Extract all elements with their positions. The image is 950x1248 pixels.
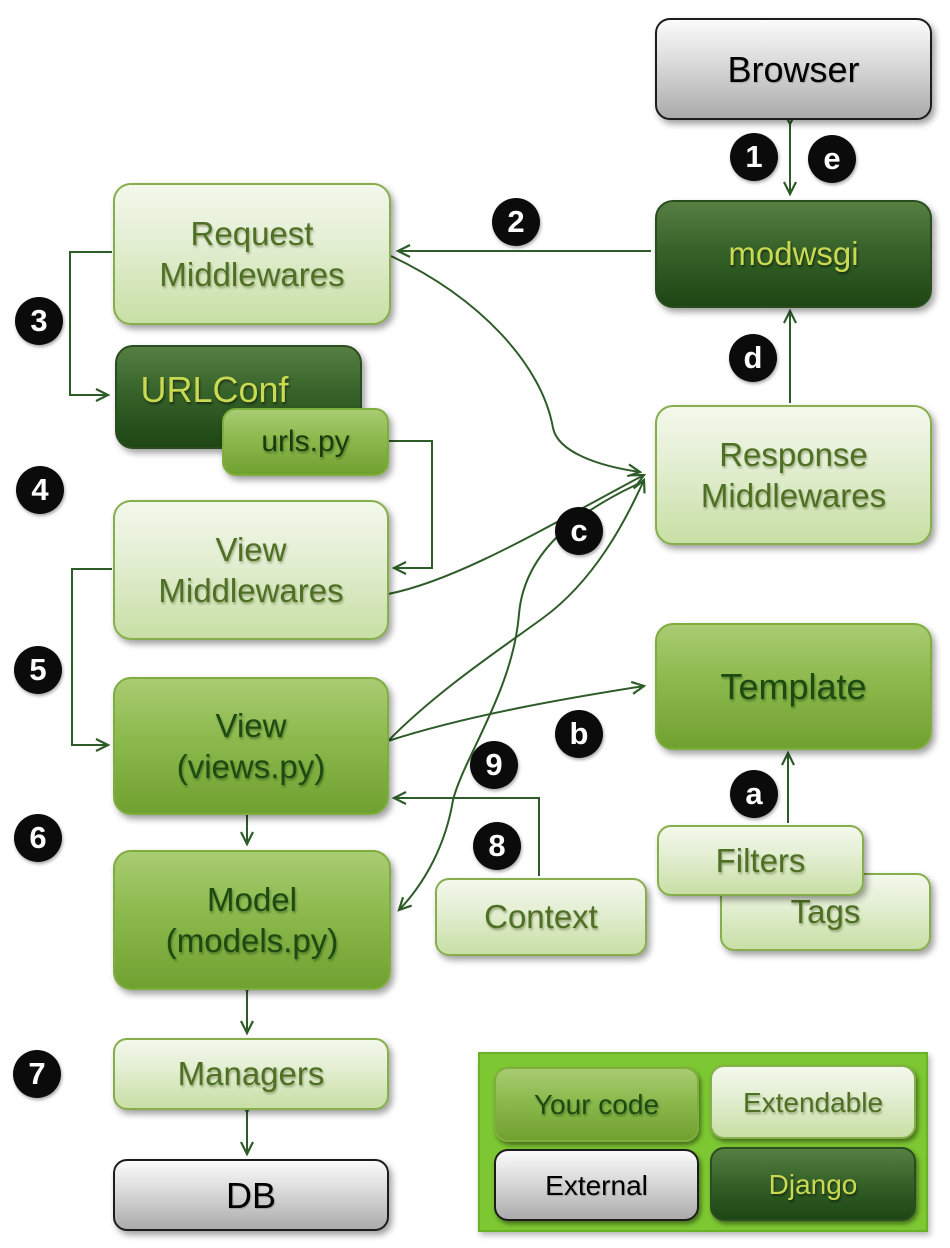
node-model: Model (models.py) (113, 850, 391, 990)
node-modwsgi: modwsgi (655, 200, 932, 308)
step-marker-2: 2 (492, 198, 540, 246)
legend-django: Django (710, 1147, 916, 1221)
legend-external: External (494, 1149, 699, 1221)
step-marker-1: 1 (730, 133, 778, 181)
step-marker-e: e (808, 135, 856, 183)
step-marker-b: b (555, 710, 603, 758)
node-context: Context (435, 878, 647, 956)
step-marker-7: 7 (13, 1050, 61, 1098)
node-response-middlewares: Response Middlewares (655, 405, 932, 545)
node-request-middlewares: Request Middlewares (113, 183, 391, 325)
node-urls-py: urls.py (222, 408, 389, 476)
step-marker-8: 8 (473, 822, 521, 870)
node-browser: Browser (655, 18, 932, 120)
node-template: Template (655, 623, 932, 750)
arrow-context-view (391, 791, 540, 876)
legend: Your code Extendable External Django (478, 1052, 928, 1232)
legend-extendable: Extendable (710, 1065, 916, 1139)
step-marker-3: 3 (15, 297, 63, 345)
step-marker-4: 4 (16, 466, 64, 514)
node-view: View (views.py) (113, 677, 389, 815)
step-marker-9: 9 (470, 741, 518, 789)
node-view-middlewares: View Middlewares (113, 500, 389, 640)
step-marker-6: 6 (14, 814, 62, 862)
arrow-requestmw-urlconf (69, 251, 112, 402)
legend-your-code: Your code (494, 1067, 699, 1142)
node-managers: Managers (113, 1038, 389, 1110)
node-filters: Filters (657, 825, 864, 896)
arrow-urlspy-viewmw (386, 440, 433, 575)
curve-requestmw-responsemw (390, 255, 643, 478)
arrow-viewmw-view (71, 568, 112, 752)
step-marker-a: a (730, 770, 778, 818)
curve-viewmw-responsemw (387, 473, 647, 595)
step-marker-c: c (555, 507, 603, 555)
step-marker-5: 5 (14, 646, 62, 694)
curve-view-template (387, 680, 647, 742)
curve-view-responsemw (387, 477, 646, 742)
step-marker-d: d (729, 334, 777, 382)
node-db: DB (113, 1159, 389, 1231)
